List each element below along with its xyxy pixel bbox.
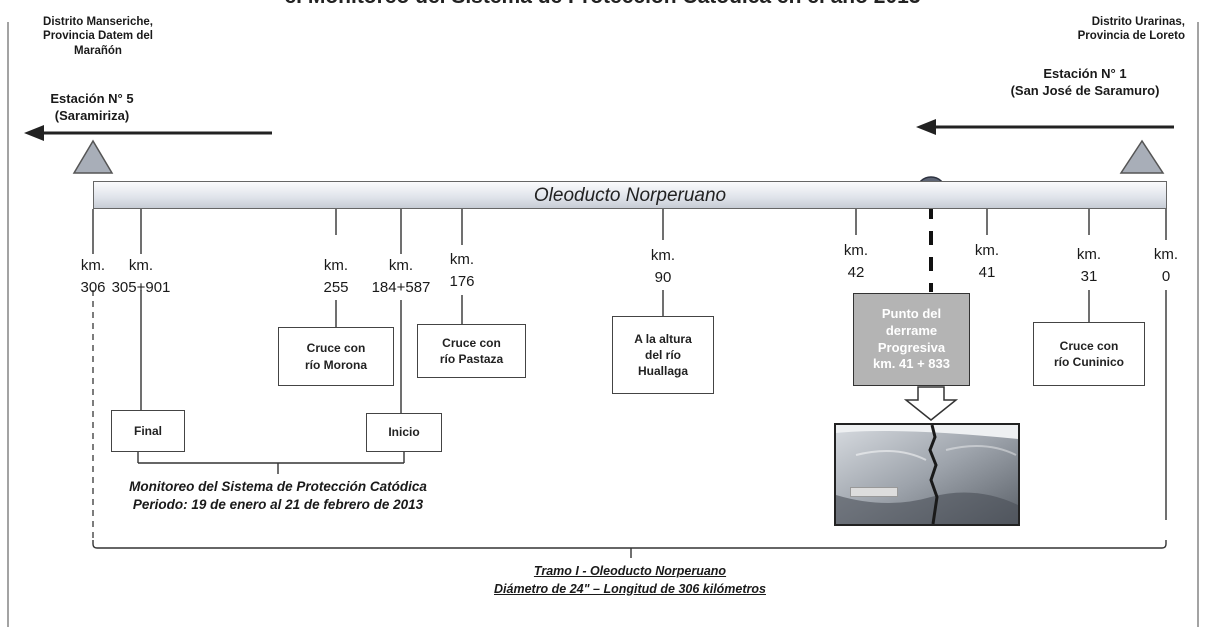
spill-photo bbox=[834, 423, 1020, 526]
box-final: Final bbox=[111, 410, 185, 452]
right-arrow-icon bbox=[916, 119, 1174, 135]
km-marker-255: km.255 bbox=[323, 257, 349, 296]
station-5-triangle-icon bbox=[72, 139, 114, 174]
tramo-bracket bbox=[92, 540, 1167, 558]
station-5-label: Estación N° 5 (Saramiriza) bbox=[50, 91, 134, 123]
right-district-label: Distrito Urarinas, Provincia de Loreto bbox=[1077, 16, 1185, 43]
km-marker-305-901: km.305+901 bbox=[111, 257, 171, 296]
km-marker-184-587: km.184+587 bbox=[371, 257, 431, 296]
pipe-ticks bbox=[92, 209, 1167, 254]
spill-point-box: Punto del derrame Progresiva km. 41 + 83… bbox=[853, 293, 970, 386]
station-1-label: Estación N° 1 (San José de Saramuro) bbox=[1010, 66, 1160, 98]
left-district-label: Distrito Manseriche, Provincia Datem del… bbox=[43, 16, 153, 57]
page-title: e. Monitoreo del Sistema de Protección C… bbox=[0, 0, 1205, 10]
km-marker-31: km.31 bbox=[1076, 246, 1102, 285]
km-marker-0: km.0 bbox=[1153, 246, 1179, 285]
pipeline-name: Oleoducto Norperuano bbox=[533, 185, 727, 206]
km-marker-42: km.42 bbox=[843, 242, 869, 281]
station-1-triangle-icon bbox=[1119, 139, 1165, 174]
monitoring-bracket bbox=[137, 452, 405, 474]
down-arrow-icon bbox=[903, 386, 959, 421]
km-marker-41: km.41 bbox=[974, 242, 1000, 281]
photo-caption-tag bbox=[850, 487, 898, 497]
box-inicio: Inicio bbox=[366, 413, 442, 452]
km-marker-90: km.90 bbox=[650, 247, 676, 286]
monitoring-period-label: Monitoreo del Sistema de Protección Cató… bbox=[129, 479, 427, 512]
pipeline-bar: Oleoducto Norperuano bbox=[93, 181, 1167, 209]
pipe-crack-image bbox=[836, 425, 1018, 524]
km-marker-306: km.306 bbox=[80, 257, 106, 296]
left-arrow-icon bbox=[24, 125, 272, 141]
km-marker-176: km.176 bbox=[449, 251, 475, 290]
box-connectors bbox=[140, 290, 1167, 520]
tramo-label: Tramo I - Oleoducto Norperuano Diámetro … bbox=[494, 564, 766, 596]
